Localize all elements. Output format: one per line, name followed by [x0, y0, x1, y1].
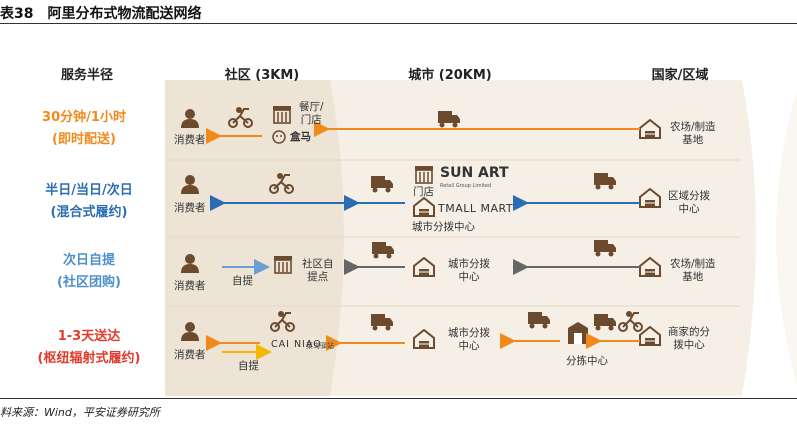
service-label-row2: 半日/当日/次日(混合式履约): [45, 183, 133, 220]
consumer-label: 消费者: [174, 349, 206, 361]
consumer-label: 消费者: [174, 202, 206, 214]
pickup-label: 自提: [232, 275, 253, 287]
sunart-subtitle: Retail Group Limited: [440, 183, 492, 189]
farm-base-label: 农场/制造基地: [670, 121, 716, 146]
cainiao-logo: CAI NIAO: [271, 339, 322, 350]
consumer-label: 消费者: [174, 280, 206, 292]
consumer-label: 消费者: [174, 134, 206, 146]
service-label-row3: 次日自提(社区团购): [57, 253, 121, 290]
city-hub-label: 城市分拨中心: [448, 258, 490, 283]
cainiao-station-label: 菜鸟驿站: [306, 342, 334, 350]
farm-base-label: 农场/制造基地: [670, 258, 716, 283]
col-header-city: 城市 (20KM): [408, 68, 492, 83]
regional-hub-label: 区域分拨中心: [668, 190, 710, 215]
col-header-national: 国家/区域: [651, 68, 709, 83]
diagram-canvas: [165, 80, 797, 396]
col-header-service: 服务半径: [60, 68, 114, 83]
service-label-row1: 30分钟/1小时(即时配送): [42, 110, 126, 147]
hema-label: 盒马: [290, 131, 311, 143]
table-title: 表38 阿里分布式物流配送网络: [0, 6, 202, 22]
pickup-label: 自提: [238, 360, 259, 372]
col-header-community: 社区 (3KM): [224, 68, 300, 83]
city-hub-label: 城市分拨中心: [412, 221, 475, 233]
sunart-logo: SUN ART: [440, 165, 509, 181]
row-divider-lines: [165, 159, 740, 307]
sorting-center-icon: [568, 322, 588, 344]
source-note: 料来源：Wind，平安证券研究所: [0, 398, 797, 420]
title-bar: 表38 阿里分布式物流配送网络: [0, 0, 797, 24]
merchant-hub-label: 商家的分拨中心: [668, 326, 710, 351]
tmall-mart-logo: TMALL MART: [438, 202, 514, 215]
city-hub-label: 城市分拨中心: [448, 327, 490, 352]
community-point-label: 社区自提点: [302, 258, 334, 283]
hema-icon: [272, 130, 286, 144]
restaurant-store-label: 餐厅/门店: [299, 101, 324, 126]
service-label-row4: 1-3天送达(枢纽辐射式履约): [37, 329, 141, 366]
store-label: 门店: [413, 186, 434, 198]
sorting-center-label: 分拣中心: [566, 355, 608, 367]
